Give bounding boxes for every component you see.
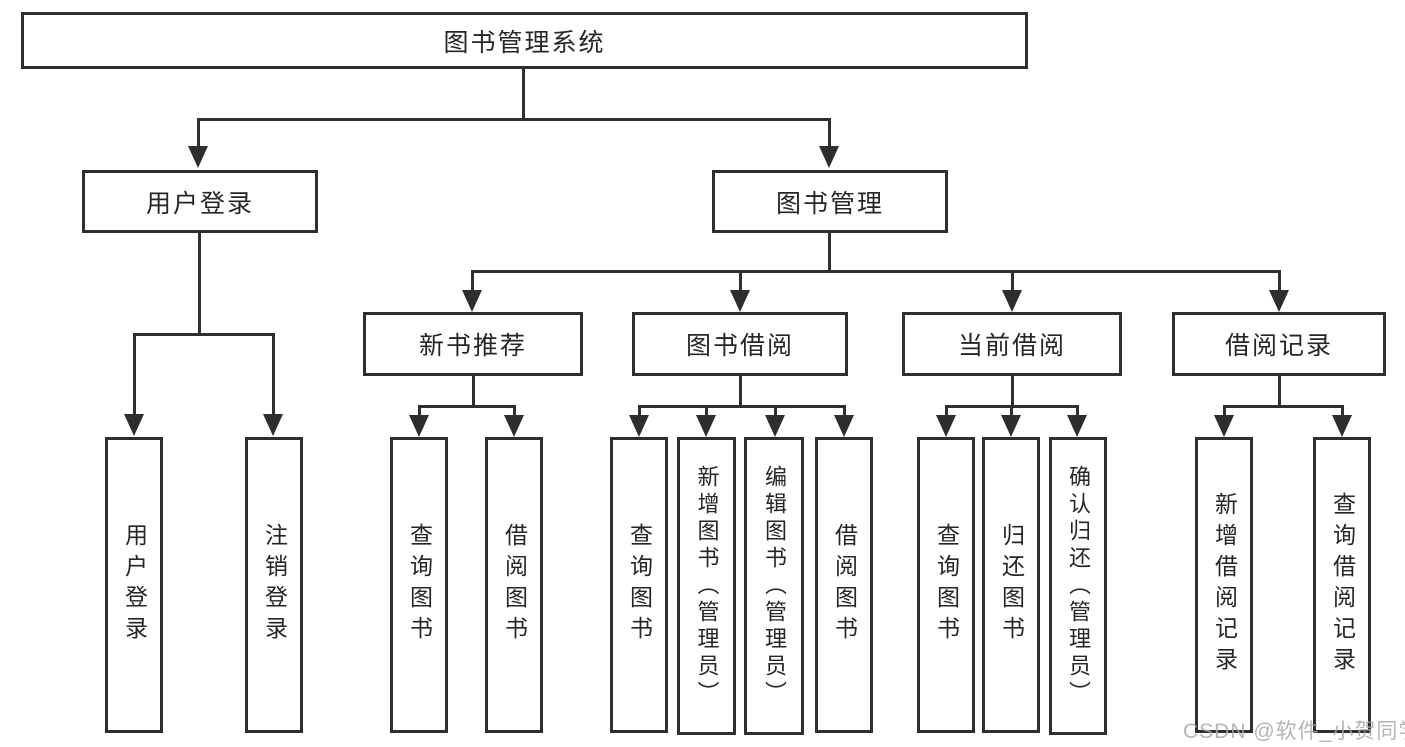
arrow-down-icon [629,415,649,437]
connector-line [133,333,136,415]
node-current-borrow: 当前借阅 [902,312,1122,376]
connector-line [1223,405,1226,417]
node-book-borrow: 图书借阅 [632,312,848,376]
arrow-down-icon [819,146,839,168]
connector-line [638,405,846,408]
leaf-query-book-borrow: 查询图书 [610,437,668,733]
leaf-logout: 注销登录 [245,437,303,733]
leaf-label: 新增图书（管理员） [694,464,720,708]
leaf-label: 归还图书 [998,523,1025,647]
connector-line [472,375,475,407]
leaf-label: 新增借阅记录 [1211,492,1238,678]
leaf-label: 借阅图书 [501,523,528,647]
node-root-library-system: 图书管理系统 [21,12,1028,69]
node-label: 当前借阅 [957,332,1066,360]
leaf-add-borrow-record: 新增借阅记录 [1195,437,1253,733]
connector-line [471,270,1281,273]
arrow-down-icon [409,415,429,437]
arrow-down-icon [936,415,956,437]
node-book-management: 图书管理 [712,170,948,233]
arrow-down-icon [1001,415,1021,437]
node-user-login: 用户登录 [82,170,318,233]
arrow-down-icon [1214,415,1234,437]
node-label: 新书推荐 [418,332,527,360]
csdn-watermark: CSDN @软件_小贺同学 [1183,720,1405,743]
leaf-borrow-book: 借阅图书 [815,437,873,733]
connector-line [522,68,525,118]
connector-line [638,405,641,417]
connector-line [1278,375,1281,407]
leaf-user-login: 用户登录 [105,437,163,733]
leaf-query-borrow-record: 查询借阅记录 [1313,437,1371,733]
leaf-borrow-book-recommend: 借阅图书 [485,437,543,733]
leaf-label: 查询借阅记录 [1329,492,1356,678]
arrow-down-icon [504,415,524,437]
leaf-label: 编辑图书（管理员） [762,464,787,708]
leaf-query-book-current: 查询图书 [917,437,975,733]
connector-line [843,405,846,417]
connector-line [774,405,777,417]
leaf-label: 查询图书 [406,523,433,647]
arrow-down-icon [462,290,482,312]
connector-line [739,270,742,292]
connector-line [418,405,421,417]
arrow-down-icon [263,414,283,436]
connector-line [1341,405,1344,417]
connector-line [133,333,275,336]
connector-line [418,405,516,408]
connector-line [1011,375,1014,407]
connector-line [1011,270,1014,292]
leaf-label: 用户登录 [121,523,148,647]
leaf-label: 查询图书 [626,523,653,647]
connector-line [513,405,516,417]
arrow-down-icon [1002,290,1022,312]
arrow-down-icon [696,415,716,437]
leaf-confirm-return-admin: 确认归还（管理员） [1049,437,1107,735]
node-label: 借阅记录 [1224,332,1333,360]
leaf-label: 查询图书 [933,523,960,647]
leaf-label: 借阅图书 [831,523,858,647]
leaf-add-book-admin: 新增图书（管理员） [677,437,736,735]
leaf-query-book-recommend: 查询图书 [390,437,448,733]
arrow-down-icon [124,414,144,436]
connector-line [705,405,708,417]
connector-line [197,118,831,121]
arrow-down-icon [1269,290,1289,312]
connector-line [1076,405,1079,417]
node-label: 用户登录 [145,189,254,218]
arrow-down-icon [188,146,208,168]
arrow-down-icon [834,415,854,437]
connector-line [1223,405,1344,408]
connector-line [945,405,948,417]
node-new-book-recommend: 新书推荐 [363,312,583,376]
arrow-down-icon [765,415,785,437]
arrow-down-icon [1332,415,1352,437]
arrow-down-icon [730,290,750,312]
leaf-edit-book-admin: 编辑图书（管理员） [744,437,804,735]
connector-line [828,118,831,148]
connector-line [739,375,742,407]
connector-line [828,233,831,272]
connector-line [471,270,474,292]
connector-line [197,118,200,148]
node-label: 图书管理系统 [443,28,606,57]
arrow-down-icon [1067,415,1087,437]
connector-line [198,233,201,335]
connector-line [1278,270,1281,292]
connector-line [1010,405,1013,417]
leaf-return-book: 归还图书 [982,437,1040,733]
node-label: 图书管理 [775,189,884,218]
node-borrow-record: 借阅记录 [1172,312,1386,376]
node-label: 图书借阅 [685,332,794,360]
leaf-label: 注销登录 [261,523,288,647]
leaf-label: 确认归还（管理员） [1066,464,1091,708]
connector-line [272,333,275,415]
